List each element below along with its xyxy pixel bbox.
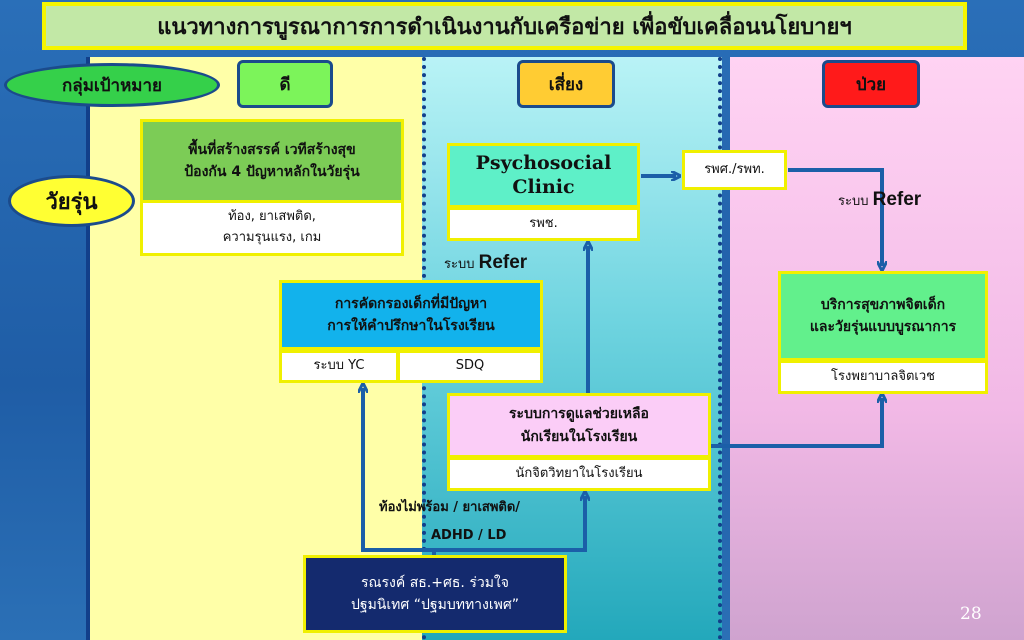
problems-label-line1: ท้องไม่พร้อม / ยาเสพติด/ xyxy=(379,500,521,515)
yc-system-box: ระบบ YC xyxy=(279,350,399,383)
column-risk-badge: เสี่ยง xyxy=(517,60,615,108)
teen-group-label: วัยรุ่น xyxy=(8,175,135,227)
mental-health-service-box: บริการสุขภาพจิตเด็กและวัยรุ่นแบบบูรณาการ xyxy=(778,271,988,361)
arrow-campaign-to-yc xyxy=(363,388,434,552)
creative-space-box: พื้นที่สร้างสรรค์ เวทีสร้างสุขป้องกัน 4 … xyxy=(140,119,404,203)
school-psychologist-box: นักจิตวิทยาในโรงเรียน xyxy=(447,457,711,491)
refer-label-left: ระบบ Refer xyxy=(444,252,528,273)
arrow-care-to-mental xyxy=(711,398,882,448)
general-hospital-box: รพศ./รพท. xyxy=(682,150,787,190)
arrow-campaign-to-care xyxy=(434,496,585,552)
arrow-hospital-to-mental xyxy=(788,168,882,266)
campaign-box: รณรงค์ สธ.+ศธ. ร่วมใจปฐมนิเทศ “ปฐมบททางเ… xyxy=(303,555,567,633)
page-number: 28 xyxy=(960,604,982,624)
target-group-label: กลุ่มเป้าหมาย xyxy=(4,63,220,107)
four-problems-box: ท้อง, ยาเสพติด,ความรุนแรง, เกม xyxy=(140,200,404,256)
refer-label-right: ระบบ Refer xyxy=(838,189,922,210)
column-good-badge: ดี xyxy=(237,60,333,108)
sdq-box: SDQ xyxy=(397,350,543,383)
community-hospital-box: รพช. xyxy=(447,207,640,241)
problems-label-line2: ADHD / LD xyxy=(431,528,507,543)
school-care-box: ระบบการดูแลช่วยเหลือนักเรียนในโรงเรียน xyxy=(447,393,711,458)
page-title: แนวทางการบูรณาการการดำเนินงานกับเครือข่า… xyxy=(42,2,967,50)
psychiatric-hospital-box: โรงพยาบาลจิตเวช xyxy=(778,360,988,394)
column-sick-badge: ป่วย xyxy=(822,60,920,108)
screening-box: การคัดกรองเด็กที่มีปัญหาการให้คำปรึกษาใน… xyxy=(279,280,543,350)
